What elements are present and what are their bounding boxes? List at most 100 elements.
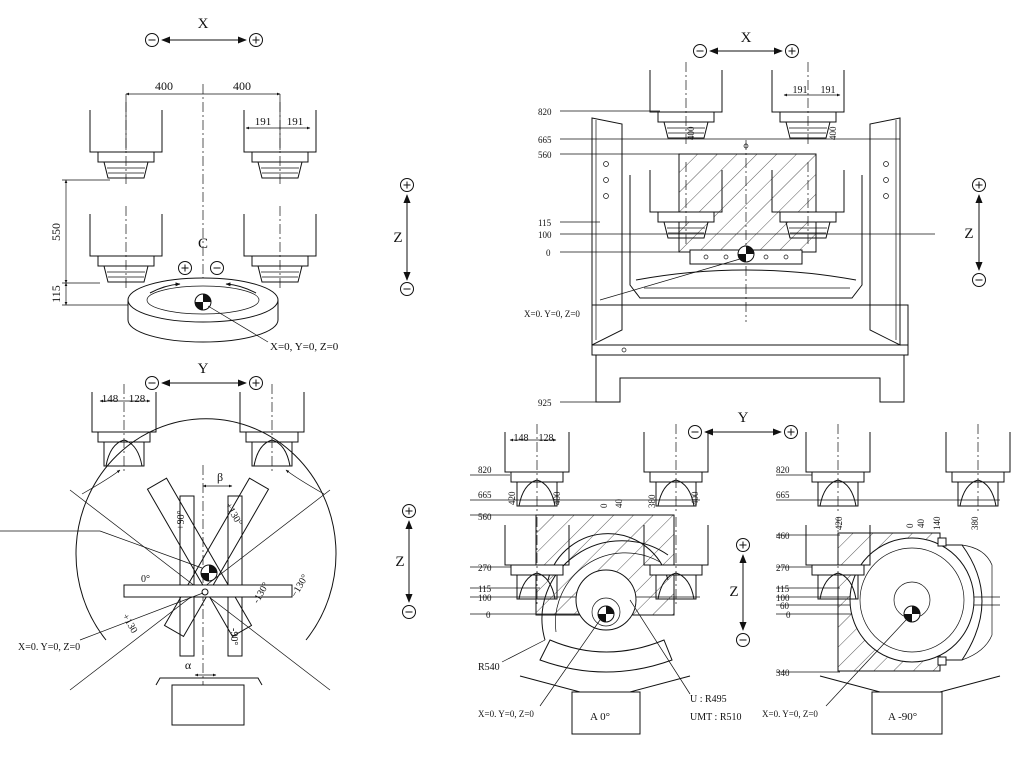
level-665-a: 665: [538, 135, 552, 145]
beta-label: β: [217, 470, 223, 484]
a0-label: A 0°: [590, 711, 610, 723]
angle-p90: +90°: [176, 510, 187, 530]
view-side-yz-tilt: Y 148 128 +90° +130° 0° +130 -130° -90° …: [0, 361, 416, 726]
origin-icon: [194, 293, 212, 311]
origin-icon: [903, 605, 921, 623]
angle-p130: +130°: [222, 501, 244, 528]
level-270-c: 270: [776, 563, 790, 573]
dim-0-c: 0: [905, 523, 915, 528]
plus-icon: [400, 178, 414, 192]
plus-icon: [736, 538, 750, 552]
level-560-b: 560: [478, 512, 492, 522]
minus-icon: [402, 605, 416, 619]
minus-icon: [693, 44, 707, 58]
angle-m90: -90°: [228, 628, 239, 645]
view-a-minus-90: 820 665 460 270 115 100 60 0 340 420 0: [762, 423, 1011, 735]
level-115-a: 115: [538, 218, 552, 228]
dim-128-b: 128: [539, 433, 554, 444]
plus-icon: [784, 425, 798, 439]
dim-40-a: 40: [614, 499, 624, 509]
dim-400-b: 400: [690, 491, 700, 505]
level-60-c: 60: [780, 601, 790, 611]
level-270-b: 270: [478, 563, 492, 573]
level-665-b: 665: [478, 490, 492, 500]
dim-400-vert-b: 400: [828, 126, 838, 140]
origin-label-machine: X=0. Y=0, Z=0: [524, 309, 580, 319]
origin-icon: [597, 605, 615, 623]
z-axis-label: Z: [395, 554, 404, 570]
origin-label-tilt: X=0. Y=0, Z=0: [18, 642, 80, 653]
dim-x-right: 400: [233, 79, 251, 93]
origin-label-a90: X=0. Y=0, Z=0: [762, 709, 818, 719]
plus-icon: [785, 44, 799, 58]
dim-148: 148: [102, 393, 119, 405]
angle-zero: 0°: [141, 574, 150, 585]
level-115-b: 115: [478, 584, 492, 594]
dim-420-a: 420: [507, 491, 517, 505]
dim-550: 550: [49, 223, 63, 241]
plus-icon: [402, 504, 416, 518]
dim-x-left: 400: [155, 79, 173, 93]
origin-icon: [200, 564, 218, 582]
z-axis-label: Z: [964, 226, 973, 242]
plus-icon: [249, 33, 263, 47]
dim-115: 115: [49, 285, 63, 303]
x-axis-label: X: [741, 30, 752, 46]
level-100-c: 100: [776, 593, 790, 603]
dim-420-c: 420: [834, 516, 844, 530]
umt-r510-label: UMT : R510: [690, 712, 742, 723]
origin-label-front: X=0, Y=0, Z=0: [270, 341, 339, 353]
view-a-zero: Y 148 128 820 665 560 270 115 100 0 420 …: [470, 410, 798, 735]
minus-icon: [736, 633, 750, 647]
x-axis-label: X: [198, 16, 209, 32]
a-90-label: A -90°: [888, 711, 917, 723]
origin-icon: [737, 245, 755, 263]
level-820-a: 820: [538, 107, 552, 117]
level-460-c: 460: [776, 531, 790, 541]
u-r495-label: U : R495: [690, 694, 727, 705]
r540-label: R540: [478, 662, 500, 673]
dim-400-a: 400: [552, 491, 562, 505]
dim-191-a: 191: [255, 116, 272, 128]
dim-0-a: 0: [599, 503, 609, 508]
plus-icon: [178, 261, 192, 275]
level-665-c: 665: [776, 490, 790, 500]
z-axis-label: Z: [393, 230, 402, 246]
minus-icon: [400, 282, 414, 296]
minus-icon: [688, 425, 702, 439]
dim-40-c: 40: [916, 519, 926, 529]
dim-148-b: 148: [514, 433, 529, 444]
plus-icon: [972, 178, 986, 192]
alpha-label: α: [185, 658, 192, 672]
minus-icon: [210, 261, 224, 275]
level-0-b: 0: [486, 610, 491, 620]
dim-140-c: 140: [932, 516, 942, 530]
plus-icon: [249, 376, 263, 390]
y-axis-label: Y: [738, 410, 749, 426]
dim-128: 128: [129, 393, 146, 405]
minus-icon: [145, 376, 159, 390]
view-machine-front: X 191 191 820 665 560 115 100 0 925: [524, 30, 986, 408]
level-100-a: 100: [538, 230, 552, 240]
dim-191-d: 191: [821, 85, 836, 96]
minus-icon: [972, 273, 986, 287]
level-340-c: 340: [776, 668, 790, 678]
dim-380-a: 380: [647, 494, 657, 508]
dim-400-vert-a: 400: [686, 126, 696, 140]
minus-icon: [145, 33, 159, 47]
level-560-a: 560: [538, 150, 552, 160]
level-115-c: 115: [776, 584, 790, 594]
level-100-b: 100: [478, 593, 492, 603]
dim-191-b: 191: [287, 116, 304, 128]
dim-191-c: 191: [793, 85, 808, 96]
origin-label-a0: X=0. Y=0, Z=0: [478, 709, 534, 719]
z-axis-label: Z: [729, 584, 738, 600]
view-front-xz: X 400 400 191 191 550 115 C: [49, 16, 414, 353]
y-axis-label: Y: [198, 361, 209, 377]
level-820-c: 820: [776, 465, 790, 475]
level-0-a: 0: [546, 248, 551, 258]
level-0-c: 0: [786, 610, 791, 620]
level-820-b: 820: [478, 465, 492, 475]
